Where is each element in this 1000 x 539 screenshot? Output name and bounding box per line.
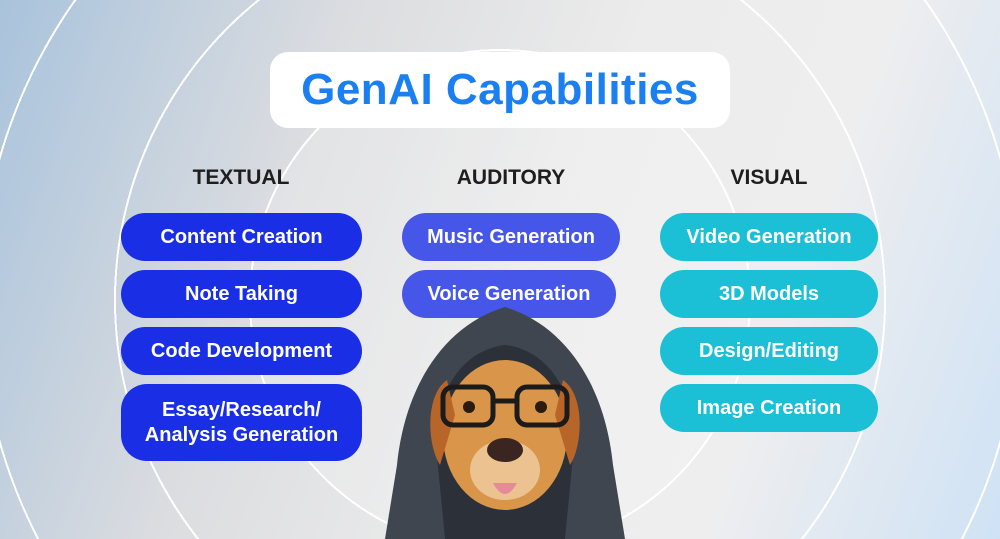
pill-note-taking: Note Taking [121,270,362,318]
pill-3d-models: 3D Models [660,270,878,318]
pill-image-creation: Image Creation [660,384,878,432]
heading-textual: TEXTUAL [192,166,290,189]
heading-visual: VISUAL [730,166,808,189]
pill-code-development: Code Development [121,327,362,375]
title-card: GenAI Capabilities [270,52,730,128]
pill-essay-research-analysis: Essay/Research/ Analysis Generation [121,384,362,461]
heading-auditory: AUDITORY [456,166,566,189]
pill-design-editing: Design/Editing [660,327,878,375]
pill-content-creation: Content Creation [121,213,362,261]
pill-video-generation: Video Generation [660,213,878,261]
pill-music-generation: Music Generation [402,213,620,261]
hooded-dog-illustration [385,307,625,539]
page-title: GenAI Capabilities [301,65,699,114]
